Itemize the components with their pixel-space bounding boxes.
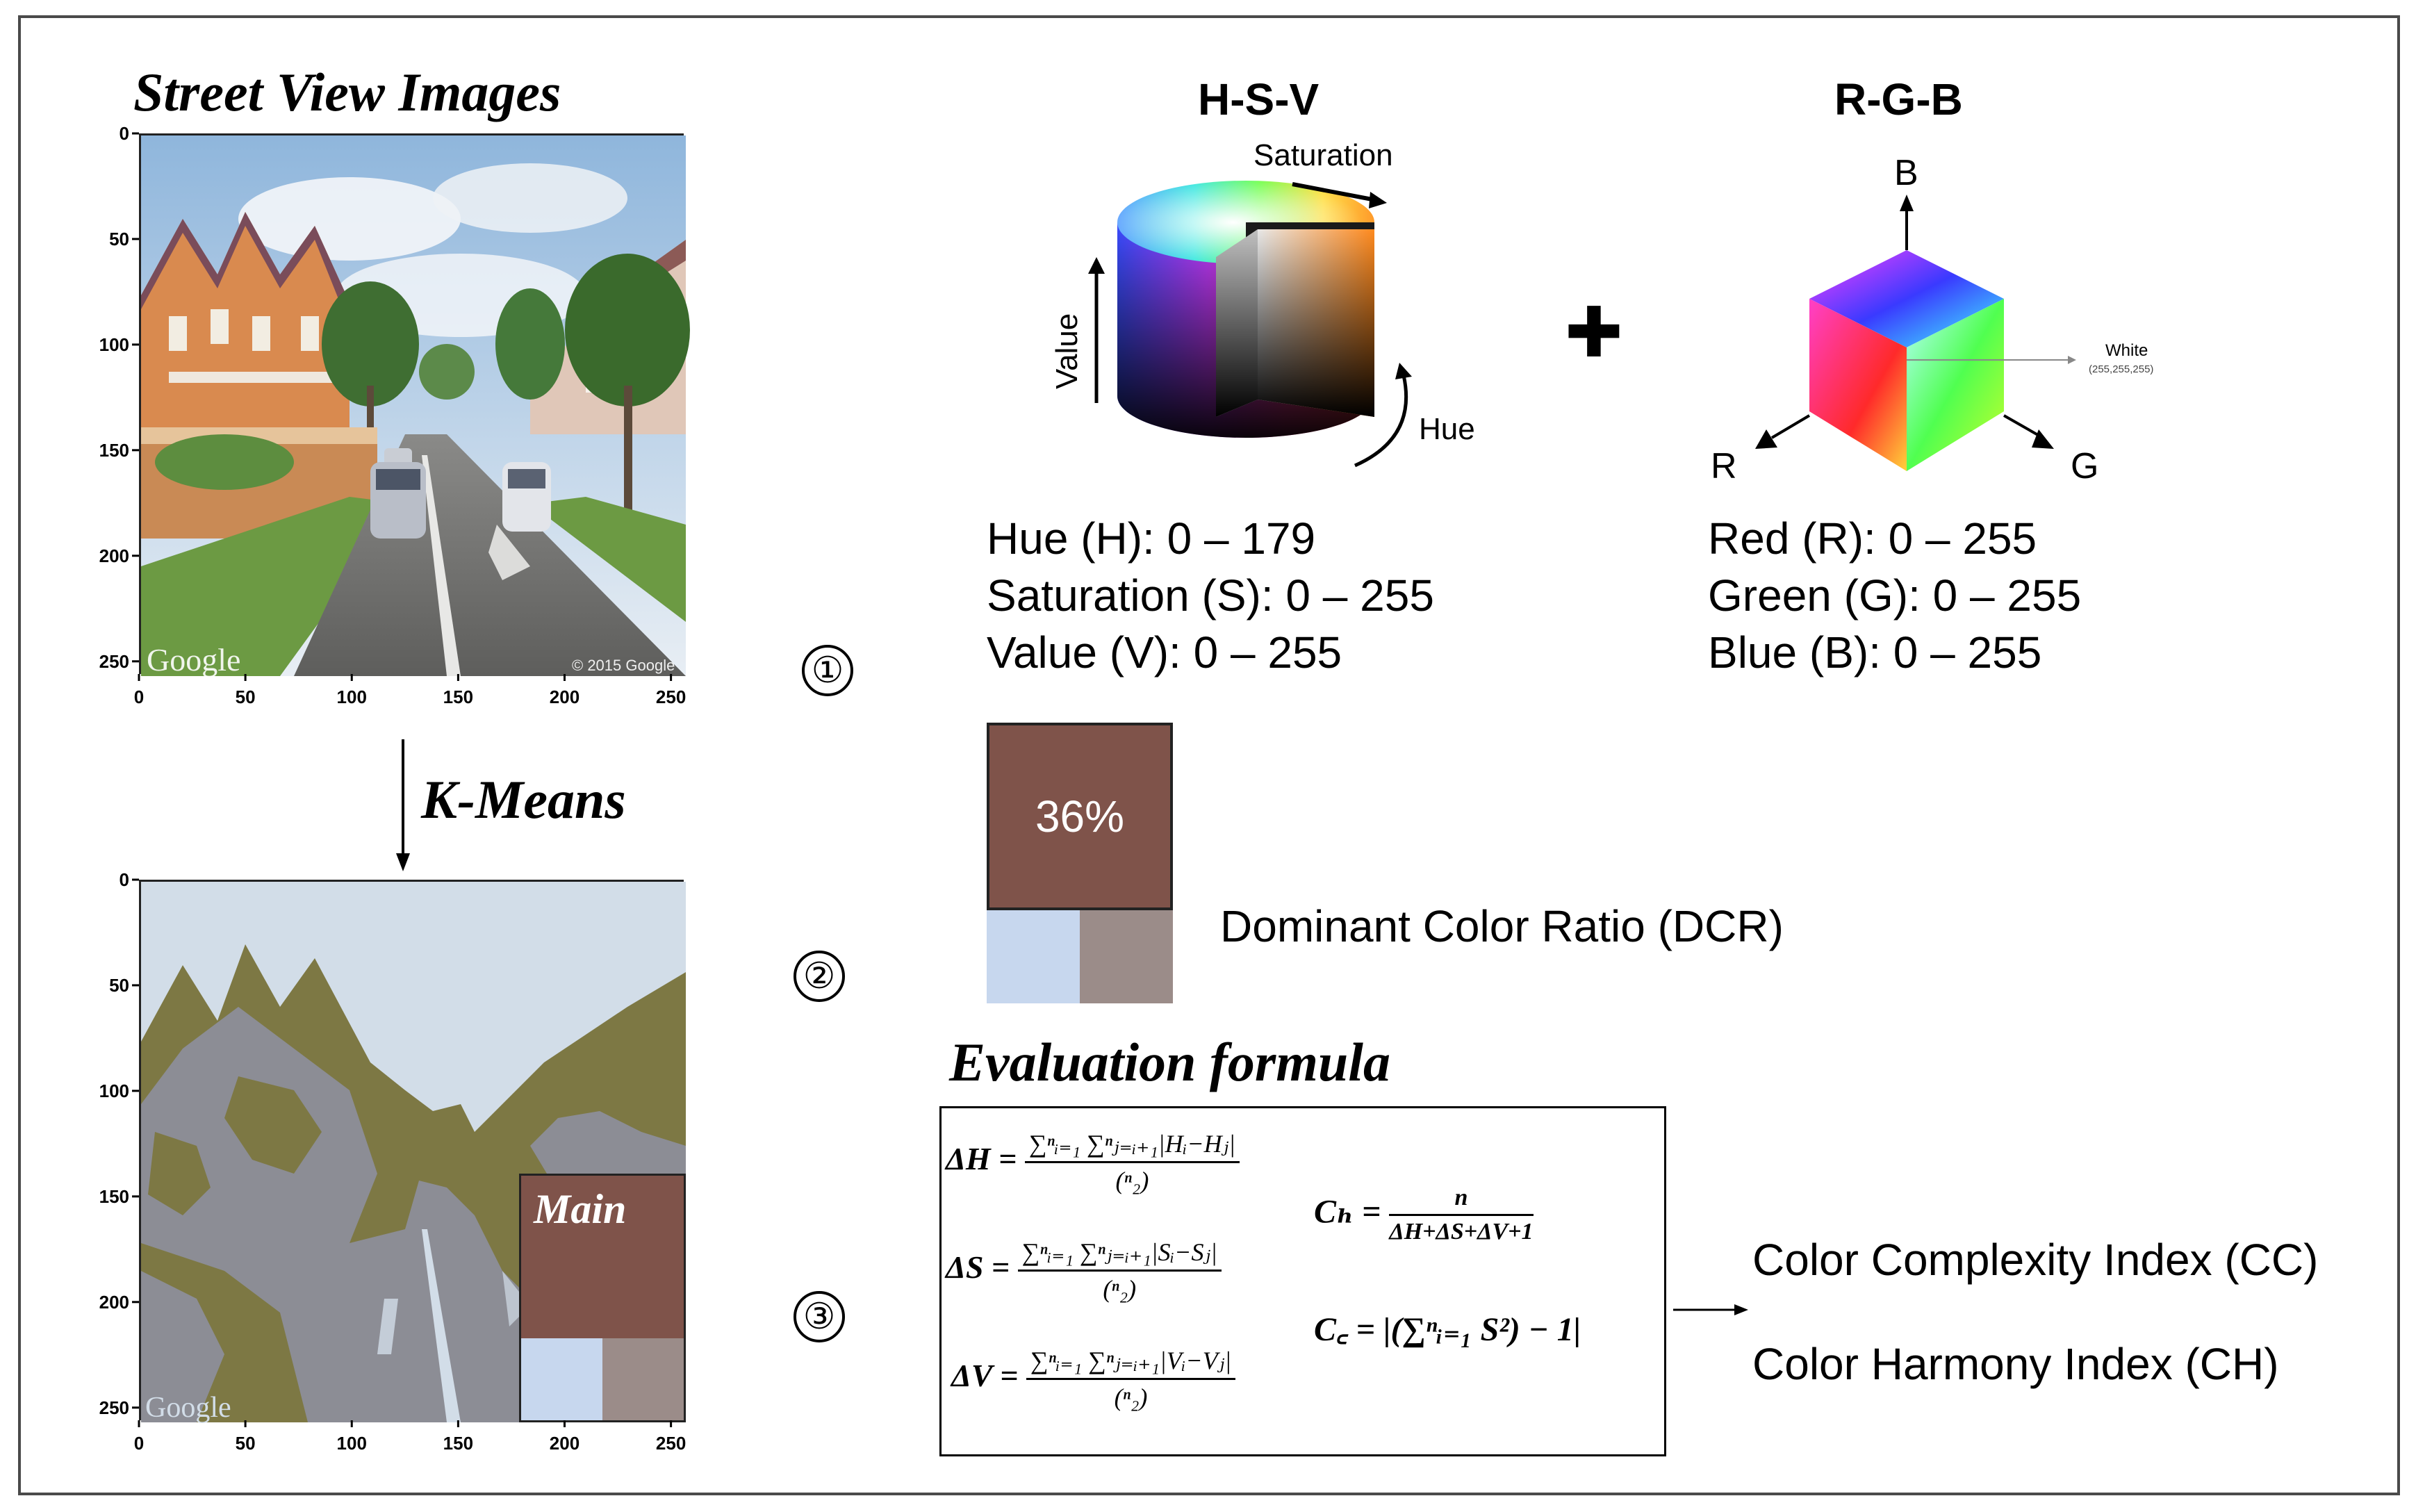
google-watermark-kmeans: Google xyxy=(145,1392,231,1424)
dcr-label: Dominant Color Ratio (DCR) xyxy=(1220,901,1784,951)
kmeans-x-tick-label: 50 xyxy=(236,1433,256,1454)
green-range: Green (G): 0 – 255 xyxy=(1708,570,2082,621)
step-3-marker: ③ xyxy=(794,1291,845,1342)
kmeans-y-tick-label: 250 xyxy=(99,1397,129,1418)
street-view-x-tick-label: 200 xyxy=(550,687,579,707)
third-color-block xyxy=(602,1338,684,1420)
plus-icon: ✚ xyxy=(1565,294,1623,372)
step-2-marker: ② xyxy=(794,951,845,1002)
value-range: Value (V): 0 – 255 xyxy=(987,627,1342,677)
delta-h-formula: ΔH = ∑ⁿᵢ₌₁ ∑ⁿⱼ₌ᵢ₊₁|Hᵢ−Hⱼ| (ⁿ₂) xyxy=(946,1129,1240,1195)
street-view-title: Street View Images xyxy=(133,62,561,122)
evaluation-title: Evaluation formula xyxy=(949,1032,1390,1092)
street-view-y-tick-label: 150 xyxy=(99,440,129,461)
color-complexity-label: Color Complexity Index (CC) xyxy=(1752,1235,2319,1285)
google-watermark-right: © 2015 Google xyxy=(572,657,675,674)
rgb-ranges: Red (R): 0 – 255 Green (G): 0 – 255 Blue… xyxy=(1708,510,2081,681)
street-view-x-tick-label: 100 xyxy=(337,687,367,707)
kmeans-y-tick-label: 0 xyxy=(120,869,129,890)
red-range: Red (R): 0 – 255 xyxy=(1708,513,2037,564)
figure-frame xyxy=(18,15,2400,1495)
dcr-percent: 36% xyxy=(1035,791,1125,841)
kmeans-x-tick-label: 100 xyxy=(337,1433,367,1454)
dcr-main-block: 36% xyxy=(987,723,1173,910)
kmeans-y-tick-label: 100 xyxy=(99,1080,129,1101)
main-color-block xyxy=(521,1176,684,1338)
street-view-x-tick-label: 150 xyxy=(443,687,473,707)
cc-formula: C꜀ = |(∑ⁿᵢ₌₁ S²) − 1| xyxy=(1314,1311,1581,1348)
saturation-label: Saturation xyxy=(1253,138,1393,172)
white-label: White xyxy=(2105,341,2148,360)
step-1-marker: ① xyxy=(802,645,853,696)
saturation-range: Saturation (S): 0 – 255 xyxy=(987,570,1434,621)
kmeans-x-tick-label: 0 xyxy=(134,1433,144,1454)
delta-s-formula: ΔS = ∑ⁿᵢ₌₁ ∑ⁿⱼ₌ᵢ₊₁|Sᵢ−Sⱼ| (ⁿ₂) xyxy=(946,1238,1222,1304)
street-view-y-tick-label: 200 xyxy=(99,545,129,566)
street-view-y-tick-label: 100 xyxy=(99,334,129,355)
g-axis-label: G xyxy=(2071,446,2098,486)
street-view-image: Google © 2015 Google xyxy=(139,133,690,677)
kmeans-arrow xyxy=(396,739,410,871)
kmeans-segmented-image: Google Main xyxy=(139,880,686,1424)
r-axis-label: R xyxy=(1711,446,1737,486)
hsv-ranges: Hue (H): 0 – 179 Saturation (S): 0 – 255… xyxy=(987,510,1434,681)
rgb-title: R-G-B xyxy=(1834,74,1963,124)
kmeans-x-tick-label: 150 xyxy=(443,1433,473,1454)
street-view-y-tick-label: 250 xyxy=(99,651,129,672)
white-value: (255,255,255) xyxy=(2089,363,2153,375)
kmeans-x-tick-label: 200 xyxy=(550,1433,579,1454)
hue-range: Hue (H): 0 – 179 xyxy=(987,513,1316,564)
b-axis-label: B xyxy=(1894,153,1918,193)
evaluation-formula-box: ΔH = ∑ⁿᵢ₌₁ ∑ⁿⱼ₌ᵢ₊₁|Hᵢ−Hⱼ| (ⁿ₂) ΔS = ∑ⁿᵢ₌… xyxy=(939,1106,1666,1456)
street-view-x-tick-label: 250 xyxy=(656,687,686,707)
rgb-cube-diagram: B R G White (255,255,255) xyxy=(1711,153,2153,486)
output-arrow xyxy=(1673,1304,1748,1315)
dcr-color-swatch: 36% xyxy=(987,723,1173,1003)
street-scene-graphic: Google © 2015 Google xyxy=(141,135,690,677)
street-view-x-tick-label: 0 xyxy=(134,687,144,707)
kmeans-y-tick-label: 200 xyxy=(99,1292,129,1313)
kmeans-color-inset: Main xyxy=(519,1174,686,1422)
hsv-title: H-S-V xyxy=(1198,74,1320,124)
color-harmony-label: Color Harmony Index (CH) xyxy=(1752,1339,2279,1389)
main-label: Main xyxy=(534,1186,627,1232)
street-view-y-tick-label: 0 xyxy=(120,123,129,144)
dcr-third-block xyxy=(1080,910,1173,1003)
second-color-block xyxy=(521,1338,602,1420)
street-view-x-tick-label: 50 xyxy=(236,687,256,707)
value-label: Value xyxy=(1050,313,1084,389)
blue-range: Blue (B): 0 – 255 xyxy=(1708,627,2042,677)
kmeans-y-tick-label: 150 xyxy=(99,1186,129,1207)
kmeans-x-tick-label: 250 xyxy=(656,1433,686,1454)
street-view-y-tick-label: 50 xyxy=(109,229,129,249)
dcr-second-block xyxy=(987,910,1080,1003)
kmeans-title: K-Means xyxy=(421,769,626,830)
google-watermark-left: Google xyxy=(147,642,240,677)
kmeans-y-tick-label: 50 xyxy=(109,975,129,996)
ch-formula: Cₕ = n ΔH+ΔS+ΔV+1 xyxy=(1314,1185,1534,1244)
delta-v-formula: ΔV = ∑ⁿᵢ₌₁ ∑ⁿⱼ₌ᵢ₊₁|Vᵢ−Vⱼ| (ⁿ₂) xyxy=(951,1346,1236,1412)
hue-label: Hue xyxy=(1419,412,1475,446)
hsv-cylinder-diagram: Saturation Value Hue xyxy=(1050,138,1475,468)
